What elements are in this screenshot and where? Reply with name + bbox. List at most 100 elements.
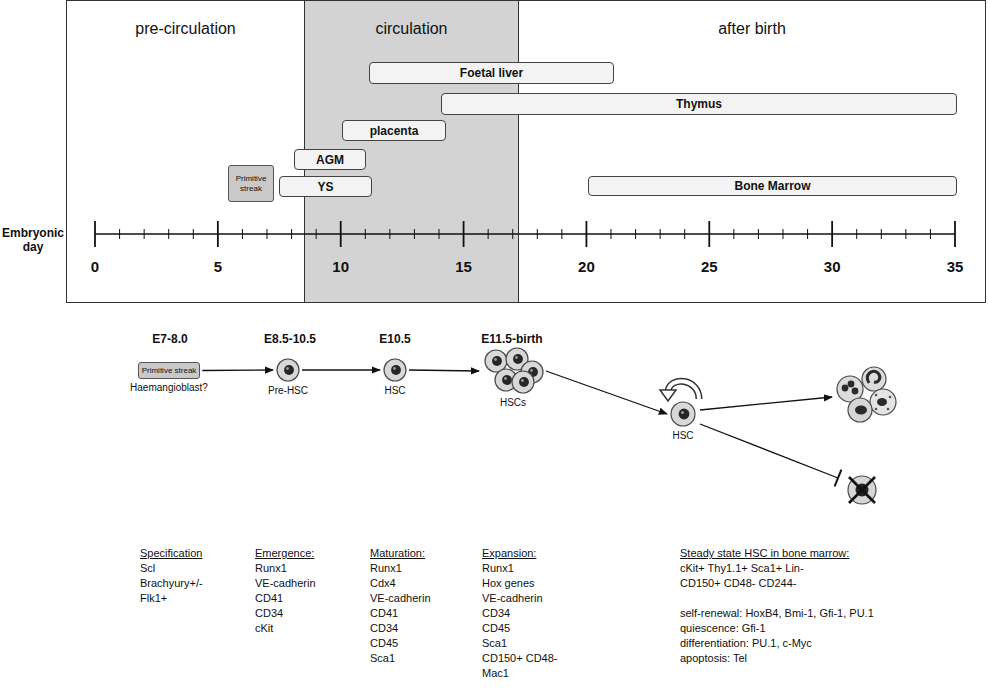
axis-tick [881, 229, 882, 239]
marker-text: Sca1 [482, 636, 507, 651]
period-title: pre-circulation [67, 20, 304, 38]
site-label: AGM [316, 153, 344, 167]
axis-tick [930, 229, 931, 239]
cell-highlight [681, 411, 684, 414]
tick-label: 25 [687, 258, 731, 275]
differentiation-arrow [700, 397, 832, 410]
stage-label: E10.5 [345, 332, 445, 346]
cell-nucleus [842, 385, 849, 392]
site-bar: Thymus [441, 93, 957, 115]
tick-label: 0 [73, 258, 117, 275]
cell-drawing [276, 358, 300, 382]
period-title: after birth [519, 20, 985, 38]
cell-label: HSCs [500, 397, 526, 408]
axis-tick [168, 229, 169, 239]
stage-label: E7-8.0 [120, 332, 220, 346]
site-label: YS [317, 180, 333, 194]
site-bar: AGM [294, 149, 366, 170]
cross-mark [849, 477, 875, 503]
marker-text: CD41 [255, 591, 283, 606]
marker-text: Scl [140, 561, 155, 576]
marker-text: CD34 [370, 621, 398, 636]
axis-tick [684, 229, 685, 239]
axis-tick [193, 229, 194, 239]
axis-tick [439, 229, 440, 239]
site-label: Foetal liver [460, 66, 523, 80]
marker-text: VE-cadherin [370, 591, 431, 606]
cell-highlight [515, 356, 518, 359]
marker-text: VE-cadherin [255, 576, 316, 591]
column-heading: Emergence: [255, 546, 314, 561]
cell-nucleus [679, 409, 690, 420]
cell-nucleus [855, 406, 867, 415]
marker-text: CD41 [370, 606, 398, 621]
marker-text: Runx1 [482, 561, 514, 576]
column-heading: Steady state HSC in bone marrow: [680, 546, 849, 561]
cell-body [671, 402, 695, 426]
axis-tick [144, 229, 145, 239]
axis-tick [954, 221, 956, 247]
axis-tick [414, 229, 415, 239]
cell-nucleus [848, 381, 855, 388]
axis-tick [856, 229, 857, 239]
marker-text: VE-cadherin [482, 591, 543, 606]
cell-body [384, 359, 406, 381]
cell-highlight [521, 379, 524, 382]
cell-label: Haemangioblast? [130, 382, 208, 393]
axis-tick [512, 229, 513, 239]
axis-tick [660, 229, 661, 239]
cell-body [848, 398, 872, 422]
cell-highlight [286, 367, 289, 370]
axis-tick [340, 221, 342, 247]
marker-text: Flk1+ [140, 591, 167, 606]
stage-box: Primitive streakHaemangioblast? [138, 362, 201, 393]
marker-text: apoptosis: Tel [680, 651, 747, 666]
cell-body [870, 389, 896, 415]
cell-drawing [482, 348, 544, 394]
stage-label: E11.5-birth [462, 332, 562, 346]
cell-highlight [504, 377, 507, 380]
apoptotic-cell [848, 476, 876, 504]
marker-text: Sca1 [370, 651, 395, 666]
cell-body [277, 359, 299, 381]
stage-box: Primitive streak [228, 165, 274, 202]
cell-label: HSC [384, 385, 405, 396]
axis-tick [807, 229, 808, 239]
cell-highlight [530, 369, 533, 372]
axis-tick [635, 229, 636, 239]
cell-label: HSC [672, 430, 693, 441]
cell-highlight [494, 358, 497, 361]
flow-arrow [546, 371, 667, 414]
cell-nucleus [391, 365, 401, 375]
cell-nucleus [284, 365, 294, 375]
axis-tick [733, 229, 734, 239]
site-bar: Foetal liver [369, 62, 614, 84]
tick-label: 15 [442, 258, 486, 275]
marker-text: cKit [255, 621, 273, 636]
axis-tick [537, 229, 538, 239]
cell-nucleus [492, 356, 502, 366]
axis-tick [267, 229, 268, 239]
stage-label: Primitive streak [142, 366, 197, 375]
flow-arrow [409, 370, 479, 371]
axis-tick [708, 221, 710, 247]
axis-tick [488, 229, 489, 239]
cell-cluster: HSCs [482, 348, 544, 408]
marker-text: Cdx4 [370, 576, 396, 591]
site-bar: placenta [342, 120, 446, 141]
tick-label: 5 [196, 258, 240, 275]
inhibition-bar [835, 470, 842, 487]
axis-tick [291, 229, 292, 239]
axis-tick [561, 229, 562, 239]
cell-highlight [393, 367, 396, 370]
marker-text: Runx1 [255, 561, 287, 576]
axis-tick [758, 229, 759, 239]
cell-body [512, 371, 534, 393]
axis-line [95, 233, 955, 235]
marker-text: CD34 [255, 606, 283, 621]
marker-text: Hox genes [482, 576, 535, 591]
marker-text: CD45 [482, 621, 510, 636]
axis-tick [463, 221, 465, 247]
axis-title: Embryonic day [1, 226, 65, 254]
period-band: pre-circulationPrimitive streak [66, 0, 305, 303]
